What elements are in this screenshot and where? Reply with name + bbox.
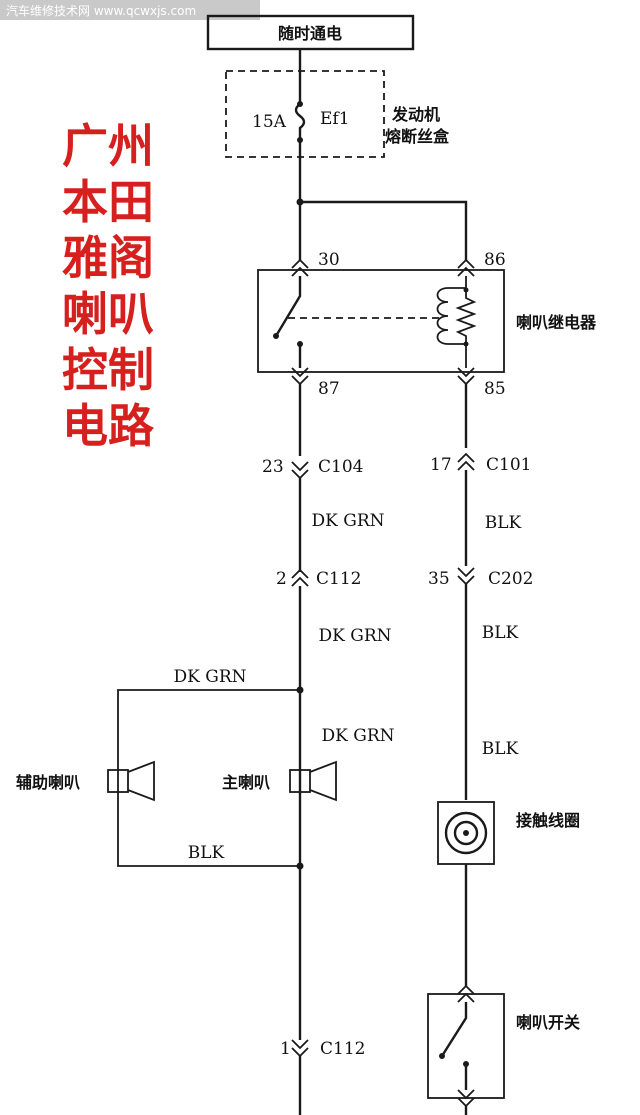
relay-box — [257, 269, 505, 373]
main-horn-symbol — [289, 760, 337, 802]
connector-c101-symbol — [457, 452, 475, 471]
fuse-box-label-2: 熔断丝盒 — [385, 127, 450, 146]
horn-switch-symbol — [427, 984, 505, 1115]
fuse-rating: 15A — [252, 112, 287, 132]
wire-aux-horn-loop — [117, 689, 300, 867]
main-horn-label: 主喇叭 — [222, 773, 270, 792]
wire-right-label-2: BLK — [482, 623, 519, 643]
wire-branch-bottom-label: BLK — [188, 843, 225, 863]
fuse-terminal-top — [297, 101, 303, 107]
relay-contact-arm — [274, 276, 302, 337]
relay-pin-87-arrow — [291, 367, 309, 386]
contact-coil-symbol — [437, 801, 495, 865]
relay-pin-85-arrow — [457, 367, 475, 386]
fuse-box-outline — [225, 70, 385, 158]
relay-pin-30: 30 — [318, 250, 340, 270]
title-line-6: 电路 — [62, 399, 155, 453]
relay-resistor — [455, 290, 477, 344]
power-source-label: 随时通电 — [278, 24, 342, 43]
wire-left-label-2: DK GRN — [319, 626, 392, 646]
watermark-band — [0, 0, 260, 20]
c112-top-pin: 2 — [276, 569, 287, 589]
c112-bottom-name: C112 — [320, 1039, 365, 1059]
relay-pin-30-arrow — [291, 258, 309, 277]
title-line-4: 喇叭 — [62, 287, 154, 341]
connector-c202-symbol — [457, 567, 475, 586]
title-line-2: 本田 — [62, 175, 154, 229]
relay-pin-85: 85 — [484, 379, 506, 399]
connector-c112-bottom-symbol — [291, 1039, 309, 1058]
aux-horn-label: 辅助喇叭 — [16, 773, 80, 792]
fuse-box-label-1: 发动机 — [391, 105, 440, 124]
title-line-5: 控制 — [62, 343, 154, 397]
c202-pin: 35 — [428, 569, 450, 589]
relay-pin-86: 86 — [484, 250, 506, 270]
c112-top-name: C112 — [316, 569, 361, 589]
relay-coil-lead-bottom — [448, 343, 467, 368]
wire-right-label-1: BLK — [485, 513, 522, 533]
title-line-1: 广州 — [62, 119, 154, 173]
wire-branch-top-label: DK GRN — [174, 667, 247, 687]
relay-label: 喇叭继电器 — [516, 313, 597, 332]
relay-coil-node-bottom — [463, 341, 469, 347]
wire-right-label-3: BLK — [482, 739, 519, 759]
wire-branch-86 — [300, 200, 468, 260]
connector-c112-top-symbol — [291, 568, 309, 587]
title-line-3: 雅阁 — [62, 231, 154, 285]
relay-pin-87: 87 — [318, 379, 340, 399]
fuse-id: Ef1 — [320, 109, 350, 129]
c101-name: C101 — [486, 455, 531, 475]
c104-name: C104 — [318, 457, 363, 477]
fuse-terminal-bottom — [297, 137, 303, 143]
relay-coil-lead-top — [448, 276, 467, 289]
watermark-text: 汽车维修技术网 www.qcwxjs.com — [6, 3, 196, 18]
diagram-title: 广州 本田 雅阁 喇叭 控制 电路 — [62, 119, 155, 453]
c202-name: C202 — [488, 569, 533, 589]
c112-bottom-pin: 1 — [280, 1039, 291, 1059]
contact-coil-label: 接触线圈 — [516, 811, 580, 830]
relay-coil-node-top — [463, 287, 469, 293]
c104-pin: 23 — [262, 457, 284, 477]
aux-horn-symbol — [107, 760, 155, 802]
c101-pin: 17 — [430, 455, 452, 475]
wire-left-label-1: DK GRN — [312, 511, 385, 531]
fuse-element — [294, 49, 306, 260]
wire-left-label-3: DK GRN — [322, 726, 395, 746]
connector-c104-symbol — [291, 461, 309, 480]
power-source-box — [206, 14, 415, 51]
horn-switch-label: 喇叭开关 — [516, 1013, 580, 1032]
relay-coil — [436, 287, 449, 345]
relay-contact-pivot — [273, 333, 279, 339]
relay-pin-86-arrow — [457, 258, 475, 277]
